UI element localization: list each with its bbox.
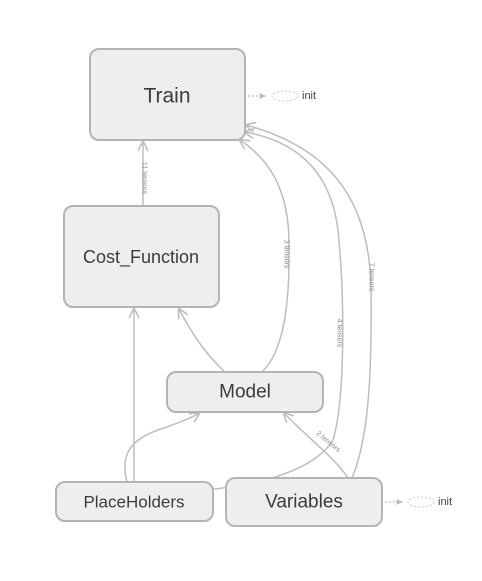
aux-node-variables-init-label: init bbox=[438, 496, 452, 508]
node-train-label: Train bbox=[143, 85, 190, 108]
node-placeholders-label: PlaceHolders bbox=[83, 493, 184, 512]
edge-model-to-cost-function[interactable] bbox=[179, 309, 226, 373]
aux-node-train-init-label: init bbox=[302, 90, 316, 102]
node-variables-label: Variables bbox=[265, 492, 343, 513]
node-variables[interactable]: Variables bbox=[225, 477, 383, 527]
edge-variables-to-model[interactable] bbox=[284, 413, 349, 479]
edge-label-variables-to-train: 7 tensors bbox=[368, 263, 375, 292]
edge-variables-to-train[interactable] bbox=[246, 125, 372, 479]
node-model-label: Model bbox=[219, 382, 271, 403]
edge-label-model-to-train: 3 tensors bbox=[283, 240, 290, 269]
init-ellipse-icon bbox=[271, 90, 299, 102]
node-placeholders[interactable]: PlaceHolders bbox=[55, 481, 214, 522]
aux-node-train-init[interactable]: init bbox=[248, 90, 316, 102]
node-model[interactable]: Model bbox=[166, 371, 324, 413]
edge-placeholders-to-train[interactable] bbox=[204, 132, 344, 491]
node-cost-function-label: Cost_Function bbox=[83, 247, 199, 268]
edge-model-to-train[interactable] bbox=[240, 140, 290, 373]
edge-label-cost-to-train: 11 tensors bbox=[141, 162, 148, 195]
aux-node-variables-init[interactable]: init bbox=[385, 496, 452, 508]
edge-label-placeholders-to-train: 4 tensors bbox=[336, 319, 343, 348]
node-train[interactable]: Train bbox=[89, 48, 246, 141]
edges bbox=[124, 125, 372, 491]
edge-label-variables-to-model: 2 tensors bbox=[315, 430, 342, 454]
init-ellipse-icon bbox=[407, 496, 435, 508]
edge-placeholders-to-model[interactable] bbox=[124, 413, 199, 483]
node-cost-function[interactable]: Cost_Function bbox=[63, 205, 220, 308]
